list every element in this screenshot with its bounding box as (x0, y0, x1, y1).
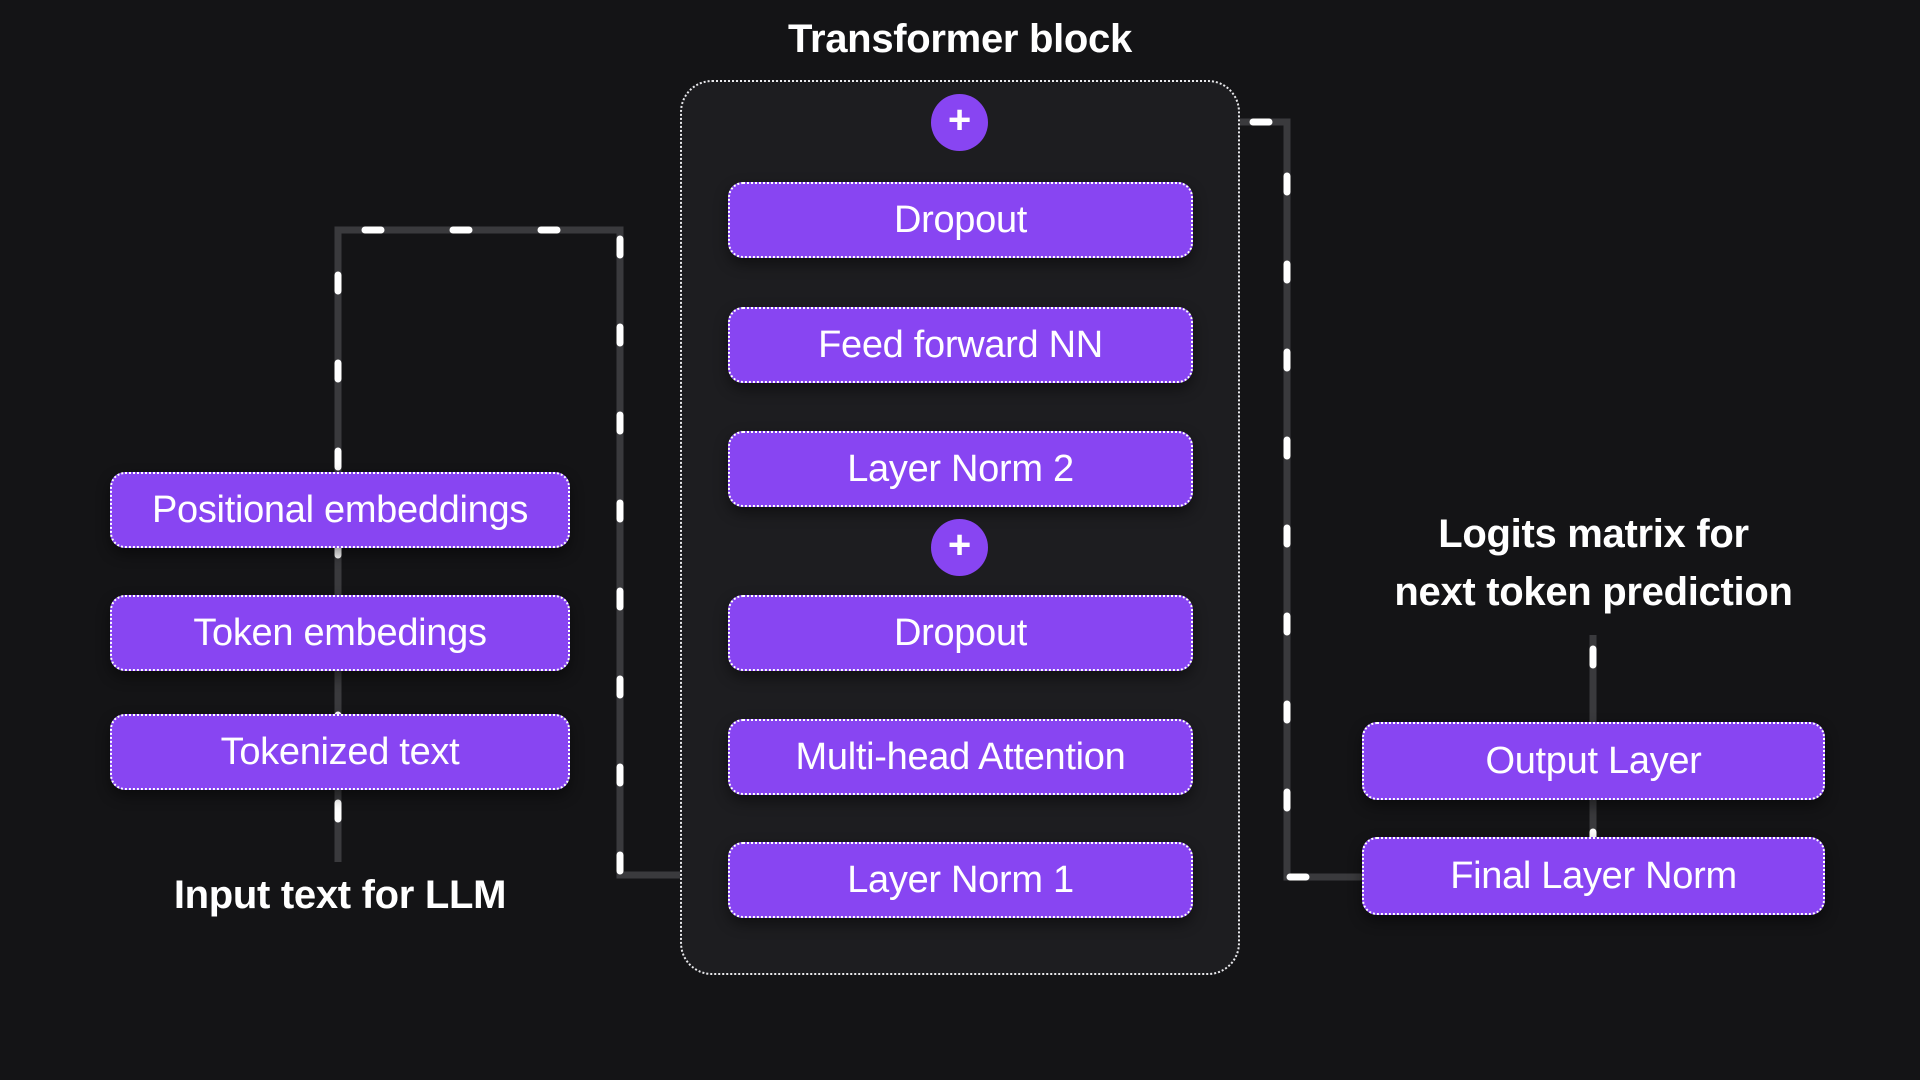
box-output-layer: Output Layer (1362, 722, 1825, 800)
box-label: Dropout (893, 198, 1028, 241)
plus-icon: + (947, 523, 972, 567)
box-label: Final Layer Norm (1450, 854, 1737, 897)
box-label: Layer Norm 1 (847, 858, 1074, 901)
box-label: Tokenized text (220, 730, 460, 773)
transformer-block-title: Transformer block (788, 17, 1132, 61)
box-label: Multi-head Attention (795, 735, 1126, 778)
box-layer-norm-1: Layer Norm 1 (728, 842, 1193, 918)
box-label: Output Layer (1485, 739, 1702, 782)
box-final-layer-norm: Final Layer Norm (1362, 837, 1825, 915)
logits-caption: Logits matrix for next token prediction (1362, 505, 1825, 621)
box-dropout-upper: Dropout (728, 182, 1193, 258)
box-label: Feed forward NN (818, 323, 1103, 366)
input-text-caption: Input text for LLM (173, 873, 507, 917)
logits-caption-line-1: Logits matrix for (1438, 512, 1749, 556)
box-positional-embeddings: Positional embeddings (110, 472, 570, 548)
box-multi-head-attention: Multi-head Attention (728, 719, 1193, 795)
logits-caption-line-2: next token prediction (1394, 570, 1793, 614)
box-tokenized-text: Tokenized text (110, 714, 570, 790)
box-feed-forward-nn: Feed forward NN (728, 307, 1193, 383)
box-dropout-lower: Dropout (728, 595, 1193, 671)
plus-icon: + (947, 98, 972, 142)
box-label: Positional embeddings (151, 488, 529, 531)
box-label: Layer Norm 2 (847, 447, 1074, 490)
box-label: Token embedings (193, 611, 487, 654)
connector-input-path (334, 226, 732, 879)
box-layer-norm-2: Layer Norm 2 (728, 431, 1193, 507)
box-token-embeddings: Token embedings (110, 595, 570, 671)
residual-add-icon-top: + (931, 94, 988, 151)
box-label: Dropout (893, 611, 1028, 654)
residual-add-icon-middle: + (931, 519, 988, 576)
